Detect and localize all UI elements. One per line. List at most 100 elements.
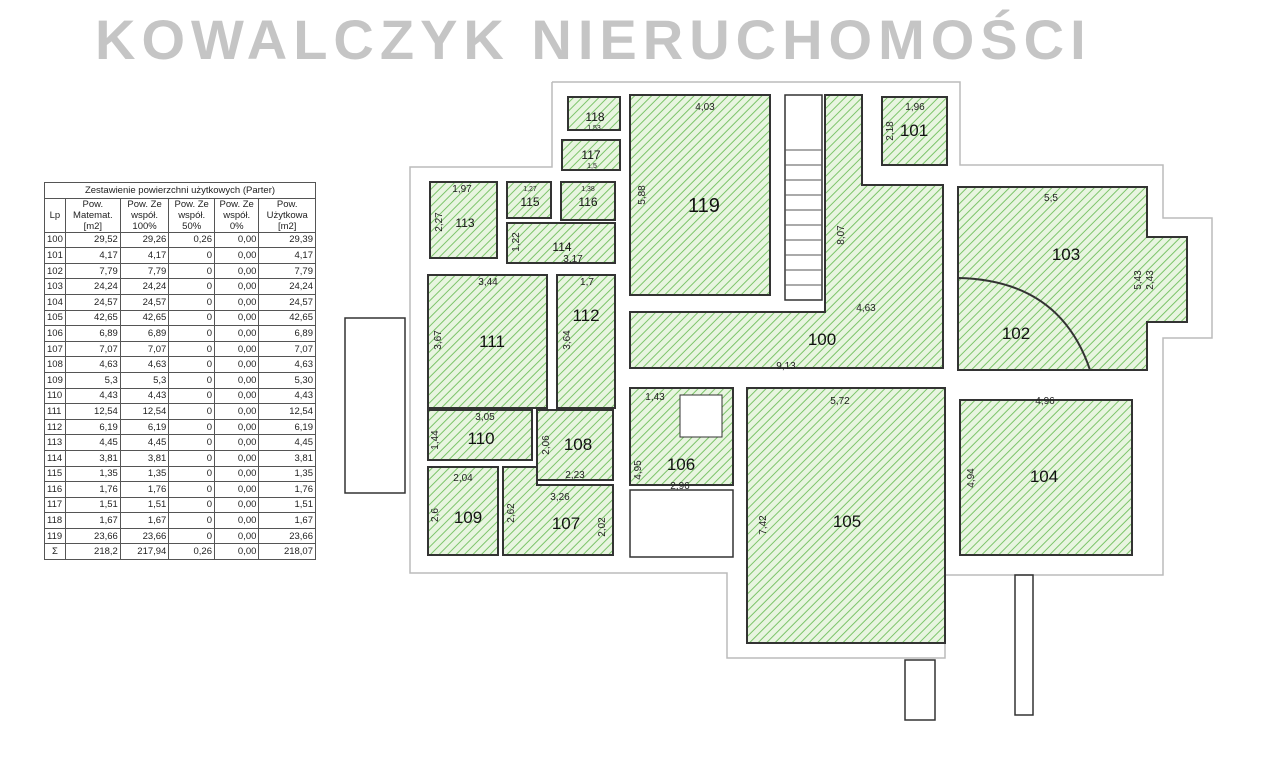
room-107[interactable] — [502, 466, 614, 556]
room-115[interactable] — [506, 181, 552, 219]
room-101[interactable] — [881, 96, 948, 166]
dim-label: 3,44 — [478, 277, 498, 288]
dim-label: 2,18 — [885, 121, 896, 141]
dim-label: 2,27 — [434, 212, 445, 232]
dim-label: 1,38 — [581, 186, 595, 193]
dim-label: 7,42 — [758, 515, 769, 535]
dim-label: 1,22 — [511, 232, 522, 252]
dim-label: 8,07 — [836, 225, 847, 245]
dim-label: 2,04 — [453, 473, 473, 484]
room-label-116: 116 — [578, 195, 597, 209]
room-label-111: 111 — [479, 332, 505, 351]
table-cell: 0,00 — [213, 449, 260, 467]
table-cell: 0,26 — [168, 543, 215, 561]
dim-label: 4,95 — [633, 460, 644, 480]
room-labels: 100 101 102 103 104 105 106 107 108 109 … — [454, 110, 1080, 533]
dim-label: 3,17 — [563, 254, 583, 265]
room-label-100: 100 — [808, 330, 836, 349]
dimension-labels: 4,03 5,88 1,96 2,18 5,5 5,43 2,43 4,63 9… — [430, 102, 1156, 537]
room-114[interactable] — [506, 222, 616, 264]
dim-label: 3,05 — [475, 412, 495, 423]
room-100[interactable] — [629, 94, 944, 369]
room-108[interactable] — [536, 409, 614, 481]
room-label-104: 104 — [1030, 467, 1058, 486]
room-label-101: 101 — [900, 121, 928, 140]
room-104[interactable] — [959, 399, 1133, 556]
dim-label: 1,7 — [580, 277, 594, 288]
dim-label: 4,94 — [966, 468, 977, 488]
building-outline — [409, 81, 1213, 659]
room-label-119: 119 — [688, 195, 720, 217]
dim-label: 2,23 — [565, 470, 585, 481]
dim-label: 5,72 — [830, 396, 850, 407]
room-113[interactable] — [429, 181, 498, 259]
room-117[interactable] — [561, 139, 621, 171]
col-pow-matemat: Pow. Matemat. [m2] — [64, 197, 121, 233]
dim-label: 2,62 — [506, 503, 517, 523]
dim-label: 2,6 — [430, 508, 441, 522]
area-summary-table: Zestawienie powierzchni użytkowych (Part… — [44, 182, 316, 561]
dim-label: 5,5 — [1044, 193, 1058, 204]
dim-label: 1,97 — [452, 184, 472, 195]
table-cell: 217,94 — [119, 543, 170, 561]
room-118[interactable] — [567, 96, 621, 131]
dim-label: 1,44 — [430, 430, 441, 450]
dim-label: 1,96 — [905, 102, 925, 113]
room-105[interactable] — [746, 387, 946, 644]
watermark: KOWALCZYK NIERUCHOMOŚCI — [95, 8, 1092, 71]
col-pow-uzytkowa: Pow. Użytkowa [m2] — [258, 197, 316, 233]
room-116[interactable] — [560, 181, 616, 221]
room-label-105: 105 — [833, 512, 861, 531]
room-102[interactable] — [957, 276, 1092, 371]
room-111[interactable] — [427, 274, 548, 409]
room-label-103: 103 — [1052, 245, 1080, 264]
room-112[interactable] — [556, 274, 616, 409]
dim-label: 2,02 — [597, 517, 608, 537]
table-header-row: Lp Pow. Matemat. [m2] Pow. Ze współ. 100… — [44, 197, 316, 233]
table-cell: 7,79 — [64, 262, 121, 280]
room-label-107: 107 — [552, 514, 580, 533]
dim-label: 4,63 — [856, 303, 876, 314]
room-label-106: 106 — [667, 455, 695, 474]
room-label-113: 113 — [455, 216, 474, 230]
dim-label: 4,96 — [1035, 396, 1055, 407]
dim-label: 1,5 — [587, 163, 597, 170]
dim-label: 3,26 — [550, 492, 570, 503]
room-label-115: 115 — [520, 195, 539, 209]
room-119[interactable] — [629, 94, 771, 296]
dim-label: 1,27 — [523, 186, 537, 193]
table-cell: 0,00 — [213, 247, 260, 264]
chimney-shaft — [679, 394, 723, 438]
room-label-118: 118 — [585, 110, 604, 124]
dim-label: 3,67 — [433, 330, 444, 350]
col-wsp-50: Pow. Ze współ. 50% — [168, 197, 215, 233]
dim-label: 3,64 — [562, 330, 573, 350]
dim-label: 1,43 — [645, 392, 665, 403]
room-label-110: 110 — [467, 429, 494, 448]
room-label-112: 112 — [572, 306, 599, 325]
dim-label: 9,13 — [776, 361, 796, 372]
dim-label: 2,06 — [541, 435, 552, 455]
dim-label: 4,03 — [695, 102, 715, 113]
table-cell: 218,2 — [64, 543, 121, 561]
table-cell: 0,00 — [213, 309, 260, 327]
table-cell: 0,00 — [213, 543, 260, 561]
dim-label: 5,43 — [1133, 270, 1144, 290]
rooms — [427, 94, 1188, 644]
room-label-108: 108 — [564, 435, 592, 454]
room-label-109: 109 — [454, 508, 482, 527]
room-110[interactable] — [427, 409, 533, 461]
room-109[interactable] — [427, 466, 499, 556]
room-label-102: 102 — [1002, 324, 1030, 343]
room-label-114: 114 — [552, 240, 571, 254]
